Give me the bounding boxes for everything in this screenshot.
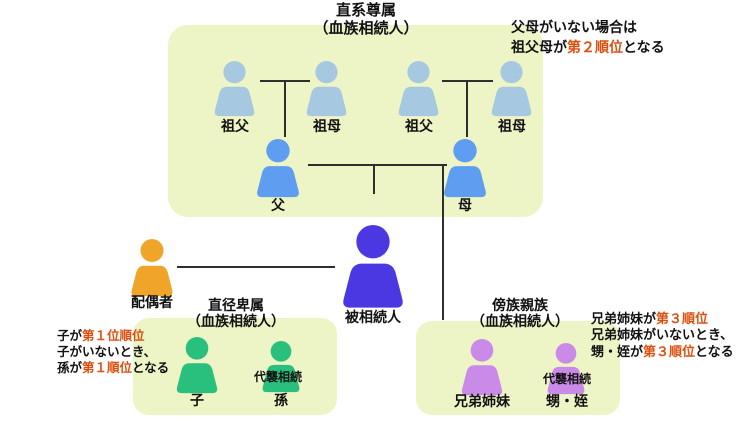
collaterals-group-title: 傍族親族 （血族相続人） [420,297,620,329]
label-spouse: 配偶者 [131,294,173,310]
descendants-title: 直径卑属 [208,297,264,313]
line-parents-to-collaterals [442,164,444,320]
line-parents-to-decedent [373,164,375,194]
label-siblings: 兄弟姉妹 [454,393,510,409]
person-icon-grandmother-maternal [489,61,534,117]
line-parents-horizontal [308,164,447,166]
descendants-group-title: 直径卑属 （血族相続人） [136,297,336,329]
label-grandchild: 孫 [274,392,288,408]
collaterals-subtitle: （血族相続人） [471,313,569,329]
ascendants-title: 直系尊属 [335,2,396,19]
ascendants-subtitle: （血族相続人） [313,20,419,37]
person-icon-siblings [459,339,505,396]
note-siblings-rank: 兄弟姉妹が第３順位兄弟姉妹がいないとき、甥・姪が第３順位となる [591,311,734,359]
label-grandfather-maternal: 祖父 [405,118,433,134]
person-icon-decedent [339,225,407,309]
descendants-subtitle: （血族相続人） [187,313,285,329]
person-icon-father [254,139,302,198]
ascendants-group-title: 直系尊属 （血族相続人） [266,2,466,38]
person-icon-grandfather-paternal [212,61,257,117]
label-decedent: 被相続人 [345,309,401,325]
label-mother: 母 [458,197,472,213]
line-maternal-grandparents-to-mother [466,80,468,137]
descendants-box [133,318,337,415]
label-substitution-nephew: 代襲相続 [542,372,591,386]
label-grandmother-paternal: 祖母 [313,118,341,134]
person-icon-grandfather-maternal [396,61,441,117]
person-icon-spouse [127,239,177,297]
note-grandparents-rank: 父母がいない場合は祖父母が第２順位となる [511,19,665,55]
person-icon-mother [441,139,489,198]
person-icon-nephew-niece [545,343,587,395]
person-icon-grandmother-paternal [304,61,349,117]
collaterals-title: 傍族親族 [492,297,548,313]
person-icon-grandchild [260,341,302,393]
person-icon-child [174,337,220,394]
label-father: 父 [271,197,285,213]
label-grandfather-paternal: 祖父 [221,118,249,134]
line-spouse-to-decedent [177,266,335,268]
label-grandmother-maternal: 祖母 [498,118,526,134]
collaterals-box [416,321,620,415]
label-substitution-grandchild: 代襲相続 [253,370,302,384]
label-child: 子 [190,392,204,408]
line-paternal-grandparents-to-father [284,80,286,137]
label-nephew-niece: 甥・姪 [546,393,588,409]
note-children-rank: 子が第１位順位子がいないとき、孫が第１順位となる [57,329,170,375]
